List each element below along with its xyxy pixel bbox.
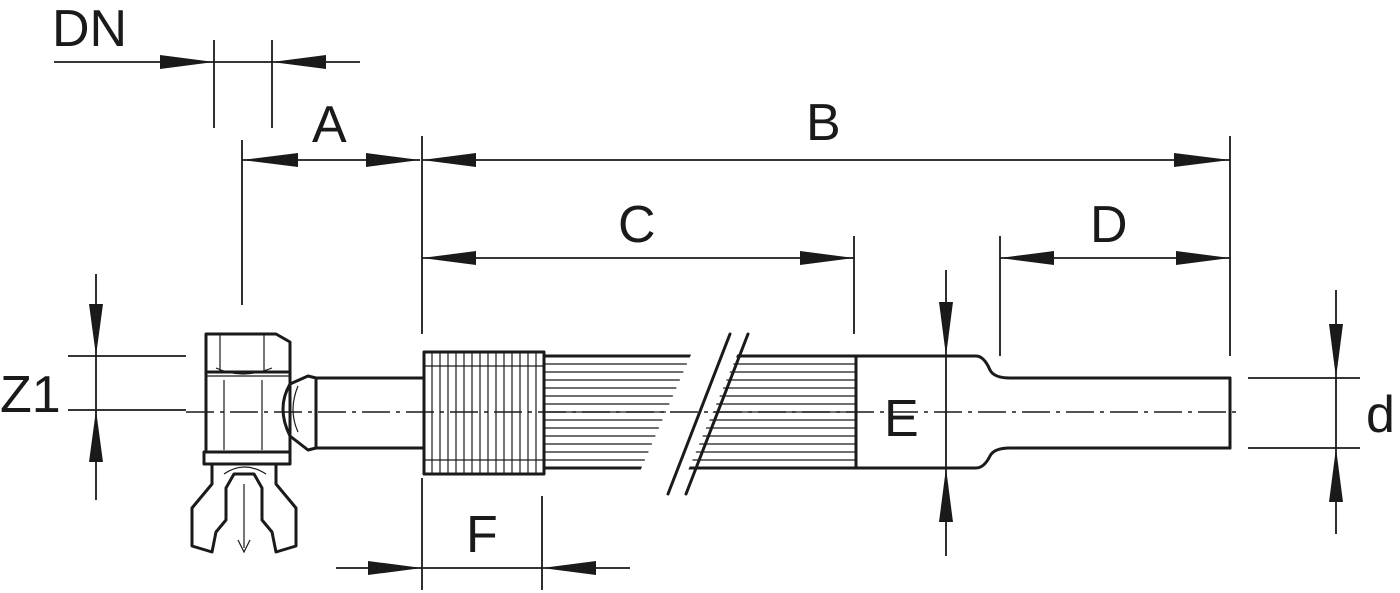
label-dn: DN bbox=[52, 0, 127, 58]
label-d-lower: d bbox=[1366, 386, 1395, 444]
dimension-b bbox=[421, 136, 1231, 356]
dimension-d-upper bbox=[999, 236, 1230, 356]
label-d-upper: D bbox=[1090, 196, 1128, 254]
label-a: A bbox=[312, 96, 347, 154]
label-c: C bbox=[618, 196, 656, 254]
label-f: F bbox=[466, 506, 498, 564]
connecting-pipe bbox=[314, 376, 426, 450]
transition-fitting bbox=[854, 354, 1232, 470]
ribbed-casing bbox=[542, 332, 858, 496]
dimension-d-lower bbox=[1248, 290, 1360, 534]
dimension-e bbox=[939, 270, 953, 556]
dimension-dn bbox=[54, 40, 360, 128]
label-e: E bbox=[884, 390, 919, 448]
dimension-a bbox=[241, 140, 420, 305]
threaded-sleeve bbox=[422, 350, 546, 476]
dimension-z1 bbox=[68, 274, 186, 500]
saddle-valve-body bbox=[190, 332, 318, 554]
label-b: B bbox=[806, 94, 841, 152]
dimension-c bbox=[422, 236, 855, 334]
label-z1: Z1 bbox=[0, 366, 61, 424]
dimension-f bbox=[336, 478, 630, 590]
